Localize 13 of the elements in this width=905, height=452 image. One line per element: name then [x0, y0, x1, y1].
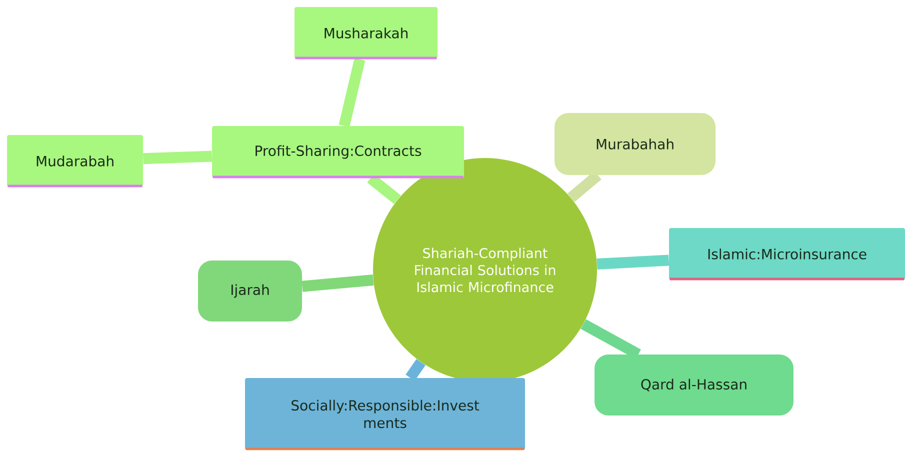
connector — [406, 359, 426, 381]
connector — [143, 150, 212, 164]
topic-box: Ijarah — [198, 260, 302, 322]
topic-box: Islamic:Microinsurance — [669, 228, 905, 280]
topic-box: Profit-Sharing:Contracts — [212, 126, 464, 178]
connector — [302, 274, 374, 292]
topic-box: Qard al-Hassan — [594, 354, 794, 416]
topic-box: Socially:Responsible:Invest ments — [245, 378, 525, 450]
topic-box: Murabahah — [554, 113, 716, 175]
topic-box: Mudarabah — [7, 135, 143, 188]
topic-box: Musharakah — [294, 7, 438, 60]
connector — [596, 254, 670, 270]
connector — [338, 58, 366, 128]
